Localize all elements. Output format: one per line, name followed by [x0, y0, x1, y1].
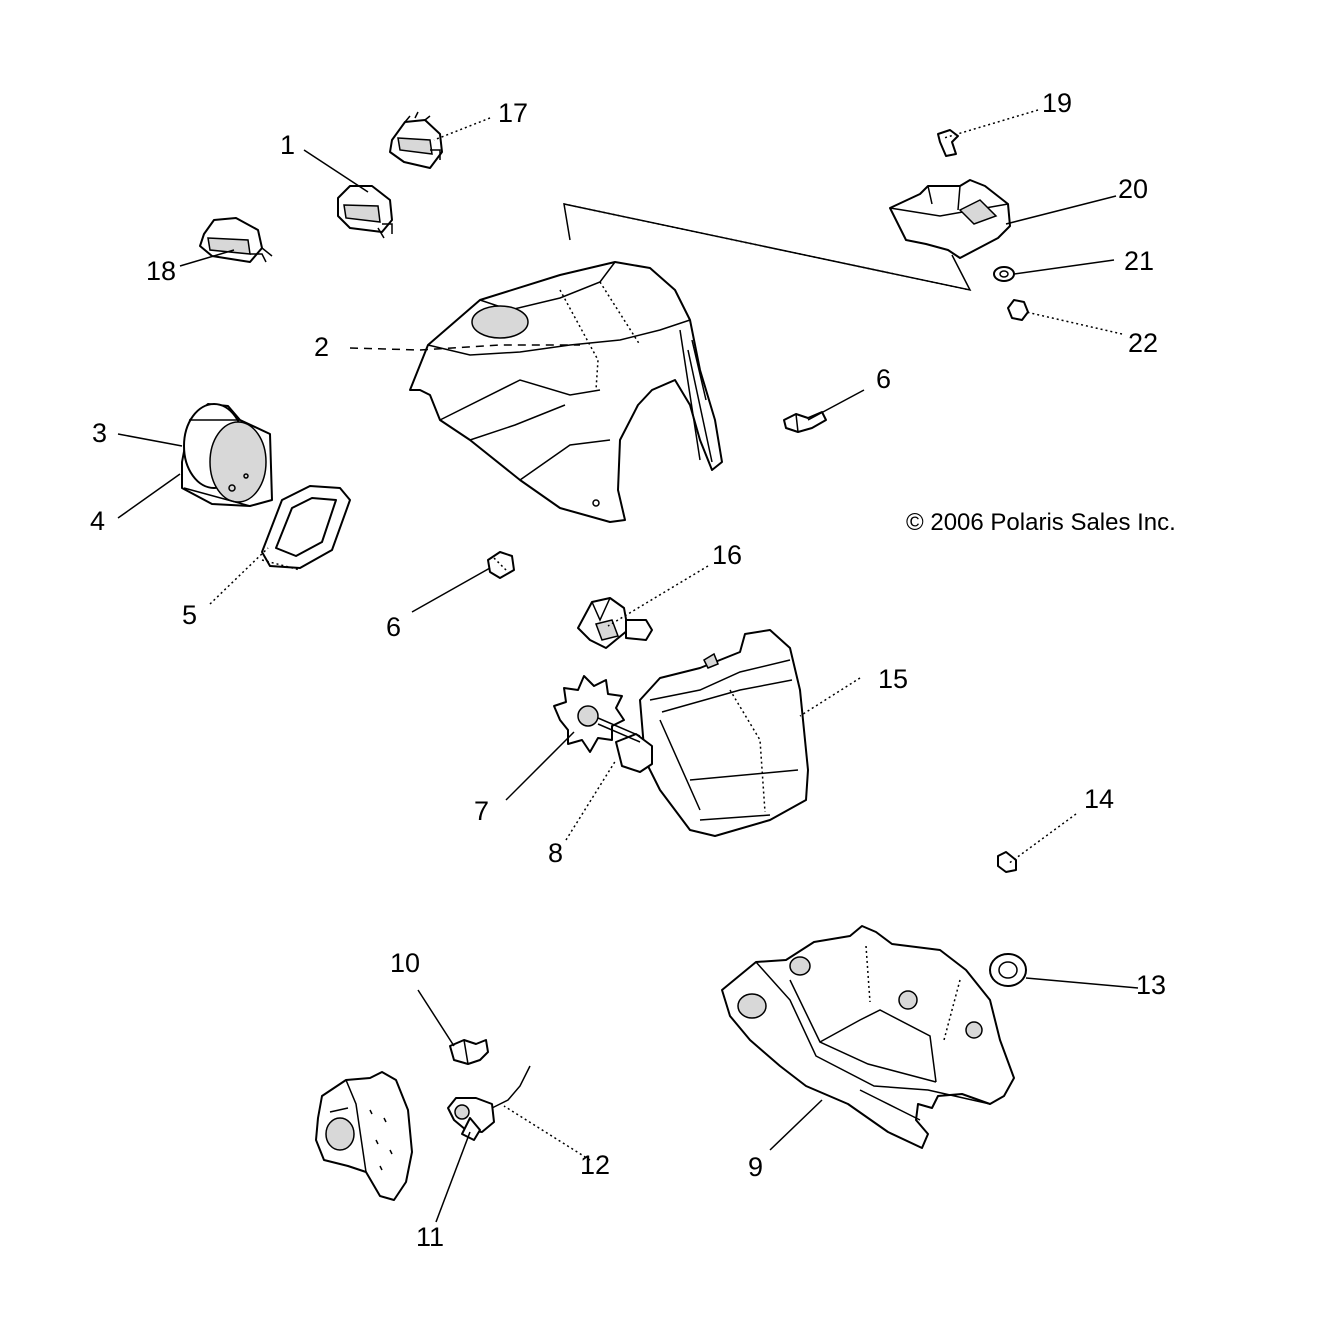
callout-9: 9 [748, 1152, 763, 1182]
mount-bracket[interactable] [315, 1071, 413, 1201]
grommet-part-13[interactable] [989, 953, 1027, 987]
bolt-part-6-lower[interactable] [487, 551, 515, 579]
group-bracket-line [563, 203, 972, 292]
copyright-notice: © 2006 Polaris Sales Inc. [906, 509, 1176, 536]
callout-10: 10 [390, 948, 420, 978]
washer-part-21[interactable] [993, 266, 1015, 282]
callout-18: 18 [146, 256, 176, 286]
bulb-socket-part-16[interactable] [577, 597, 653, 649]
callout-21: 21 [1124, 246, 1154, 276]
callout-4: 4 [90, 506, 105, 536]
callout-12: 12 [580, 1150, 610, 1180]
headlight-lens-part-15[interactable] [615, 629, 809, 837]
upper-shroud-part-2[interactable] [409, 261, 723, 523]
lower-housing-part-9[interactable] [721, 925, 1015, 1149]
clip-part-14[interactable] [997, 851, 1017, 873]
sensor-part-11[interactable] [447, 1065, 531, 1141]
bracket-part-20[interactable] [889, 179, 1011, 259]
callout-labels: 17 1 18 2 3 4 5 6 6 16 15 7 8 14 13 9 10… [90, 88, 1166, 1252]
callout-13: 13 [1136, 970, 1166, 1000]
callout-14: 14 [1084, 784, 1114, 814]
callout-2: 2 [314, 332, 329, 362]
callout-3: 3 [92, 418, 107, 448]
callout-5: 5 [182, 600, 197, 630]
callout-6-upper: 6 [876, 364, 891, 394]
callout-20: 20 [1118, 174, 1148, 204]
callout-6-lower: 6 [386, 612, 401, 642]
bolt-part-10[interactable] [449, 1039, 489, 1065]
callout-7: 7 [474, 796, 489, 826]
adjuster-gear-part-7[interactable] [553, 675, 641, 753]
screw-part-19[interactable] [937, 129, 959, 157]
bolt-part-6-upper[interactable] [783, 411, 827, 433]
callout-8: 8 [548, 838, 563, 868]
switch-part-1[interactable] [337, 185, 393, 239]
callout-19: 19 [1042, 88, 1072, 118]
nut-part-22[interactable] [1007, 299, 1029, 321]
group-bracket-dotted [563, 203, 971, 291]
callout-16: 16 [712, 540, 742, 570]
callout-11: 11 [416, 1222, 444, 1252]
callout-17: 17 [498, 98, 528, 128]
headlight-housing-part-3-4[interactable] [181, 403, 273, 507]
leader-lines [117, 109, 1139, 1223]
ring-seal-part-5[interactable] [261, 485, 351, 571]
switch-part-17[interactable] [389, 111, 443, 169]
callout-22: 22 [1128, 328, 1158, 358]
callout-15: 15 [878, 664, 908, 694]
switch-part-18[interactable] [199, 217, 273, 263]
callout-1: 1 [280, 130, 295, 160]
